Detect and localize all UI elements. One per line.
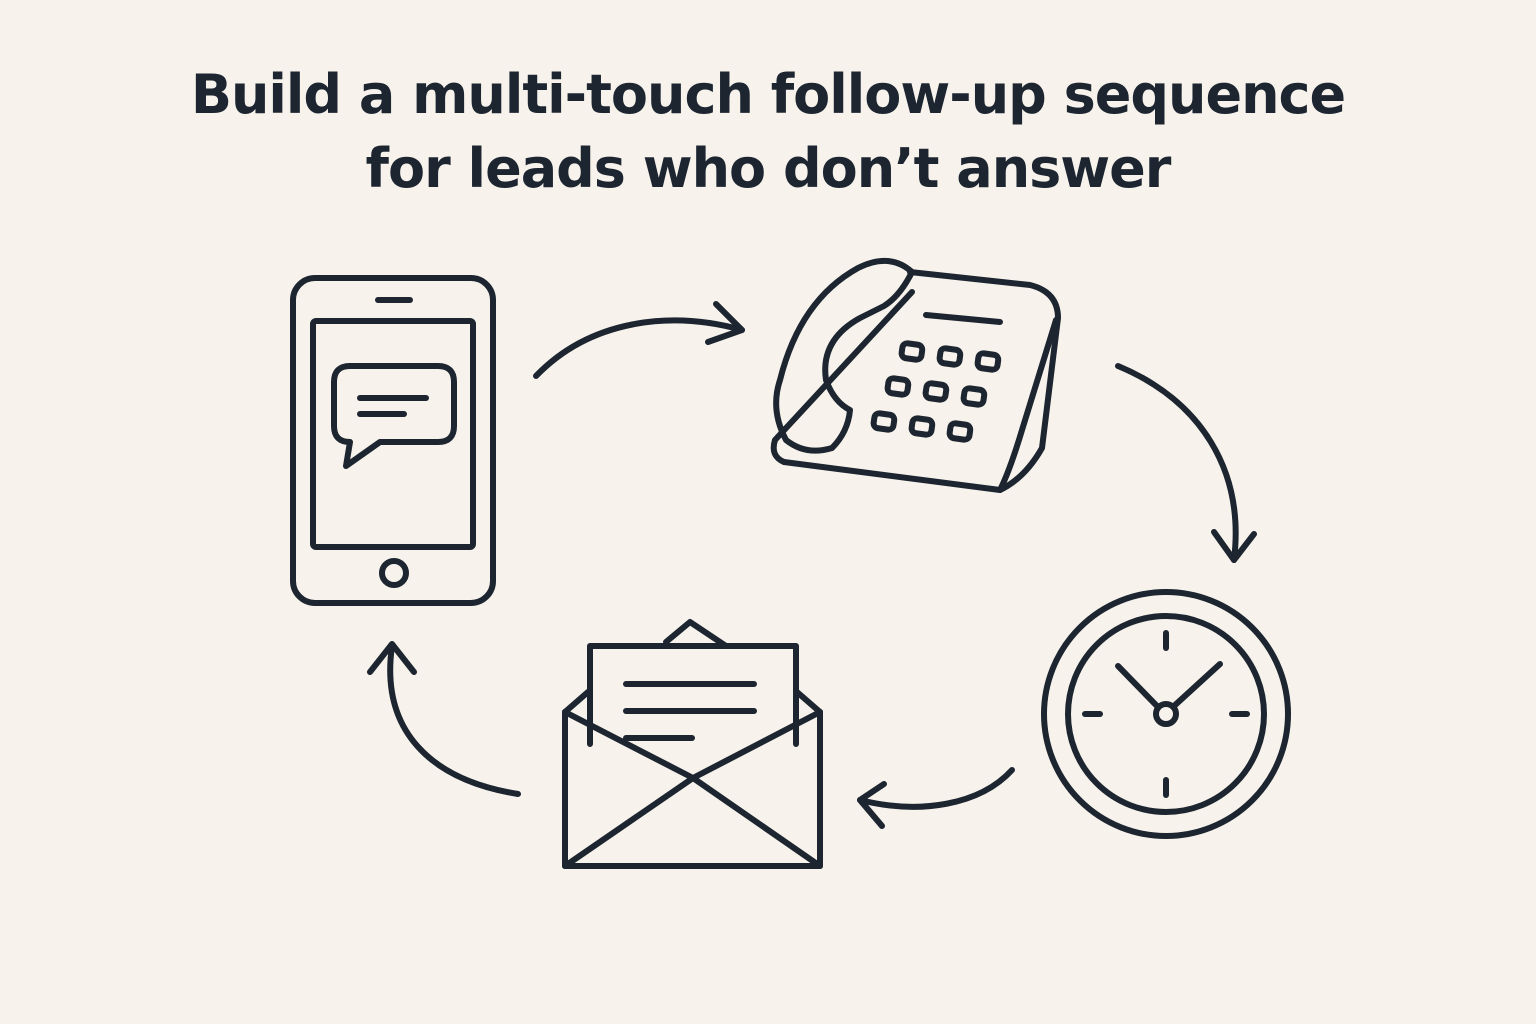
page-title: Build a multi-touch follow-up sequence f… <box>0 58 1536 206</box>
arrow-clock-to-envelope <box>857 767 1015 829</box>
telephone-keypad <box>870 340 1002 443</box>
arrow-envelope-to-smartphone <box>367 641 521 797</box>
arrow-smartphone-to-telephone <box>533 301 745 379</box>
smartphone-text-message-icon <box>290 275 496 606</box>
desk-telephone-icon <box>770 258 1061 493</box>
chat-bubble-icon <box>331 363 457 469</box>
title-line-2: for leads who don’t answer <box>365 137 1172 200</box>
title-line-1: Build a multi-touch follow-up sequence <box>190 63 1346 126</box>
envelope-email-icon <box>562 619 823 869</box>
arrow-telephone-to-clock <box>1115 363 1257 563</box>
clock-icon <box>1041 589 1291 839</box>
